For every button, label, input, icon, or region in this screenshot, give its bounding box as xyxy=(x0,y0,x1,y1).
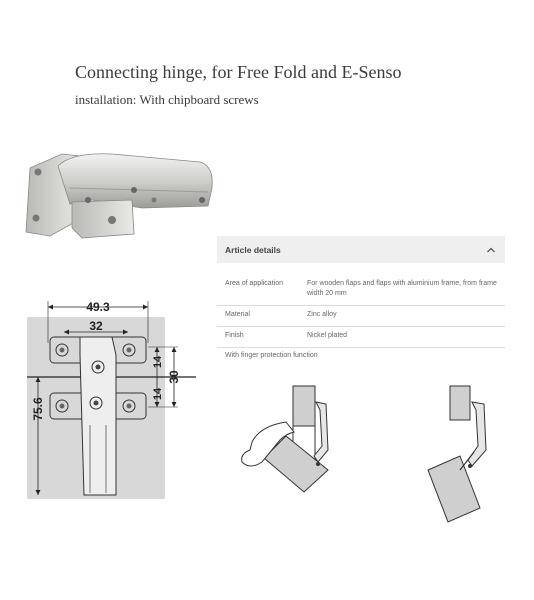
article-details-panel: Article details Area of application For … xyxy=(217,236,505,363)
dim-total-height: 75.6 xyxy=(31,397,45,421)
dim-right-top: 14 xyxy=(152,355,164,368)
detail-row: Area of application For wooden flaps and… xyxy=(217,275,505,306)
detail-label: Finish xyxy=(225,332,244,339)
detail-row: Material Zinc alloy xyxy=(217,306,505,327)
dimension-drawing: 49.3 32 75.6 14 14 30 xyxy=(27,300,196,499)
page-subtitle: installation: With chipboard screws xyxy=(75,92,259,107)
hinge-product-image xyxy=(25,153,213,239)
page-title: Connecting hinge, for Free Fold and E-Se… xyxy=(75,62,402,82)
detail-note: With finger protection function xyxy=(225,352,318,359)
detail-value: For wooden flaps and flaps with aluminiu… xyxy=(307,280,497,297)
article-details-header[interactable]: Article details xyxy=(217,236,505,263)
detail-label: Area of application xyxy=(225,280,283,287)
detail-row: Finish Nickel plated xyxy=(217,327,505,348)
detail-label: Material xyxy=(225,311,250,318)
dim-right-bottom: 14 xyxy=(152,387,164,400)
hand-icon xyxy=(241,421,295,467)
dim-right-total: 30 xyxy=(167,370,181,384)
dim-inner-width: 32 xyxy=(89,319,103,333)
detail-value: Nickel plated xyxy=(307,332,348,339)
detail-value: Zinc alloy xyxy=(307,311,337,318)
article-details-rows: Area of application For wooden flaps and… xyxy=(217,275,505,363)
chevron-up-icon[interactable] xyxy=(485,244,497,256)
dim-outer-width: 49.3 xyxy=(86,300,110,314)
article-details-heading: Article details xyxy=(225,244,281,255)
installation-illustration xyxy=(241,385,487,523)
